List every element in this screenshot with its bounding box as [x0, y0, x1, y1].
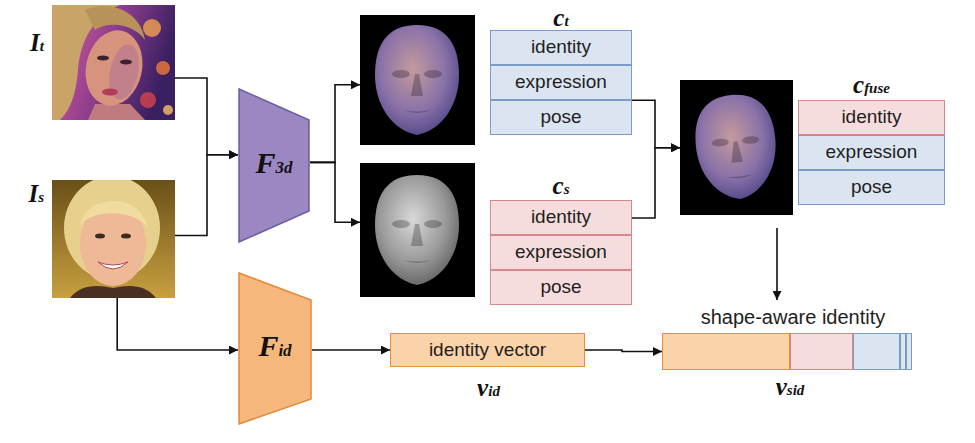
input-photo: It — [52, 5, 175, 120]
coefficient-name: expression — [515, 72, 607, 93]
encoder-trapezoid: Fid — [238, 272, 312, 425]
target-photo-part — [52, 5, 175, 120]
vector-box: identity vectorvid — [390, 333, 585, 367]
vector-segment — [853, 333, 900, 370]
face-mesh — [680, 80, 793, 215]
vector-segments — [662, 333, 912, 370]
source-photo-part — [98, 262, 128, 269]
face-mesh-part — [360, 163, 475, 297]
arrow-connector — [310, 85, 360, 163]
arrow-connector — [175, 78, 238, 155]
arrow-connector — [175, 155, 238, 236]
coefficient-name: expression — [826, 142, 918, 163]
coefficient-row: expression — [490, 65, 632, 100]
vector-segment — [790, 333, 853, 370]
face-mesh-part — [692, 91, 781, 202]
source-photo-part — [121, 234, 131, 239]
vector-symbol: vid — [391, 376, 586, 403]
source-photo — [52, 180, 175, 298]
vector-segment — [662, 333, 790, 370]
encoder-label: Fid — [258, 331, 291, 366]
target-photo-part — [102, 89, 118, 96]
target-photo-part — [97, 56, 109, 61]
coefficient-label: ct — [490, 6, 632, 33]
encoder-trapezoid: F3d — [238, 88, 310, 243]
coefficient-label: cfuse — [798, 73, 945, 100]
encoder-label: F3d — [255, 148, 292, 183]
coefficient-row: pose — [490, 270, 632, 305]
face-mesh-part — [375, 25, 459, 135]
arrow-connector — [632, 148, 680, 218]
arrow-connector — [585, 350, 662, 352]
vector-symbol: vsid — [740, 375, 840, 402]
coefficient-row: pose — [798, 170, 945, 205]
face-mesh — [360, 163, 475, 297]
vector-name: identity vector — [429, 340, 546, 361]
face-mesh-part — [680, 80, 793, 215]
coefficient-row: identity — [490, 200, 632, 235]
coefficient-table: ct identity expression pose — [360, 5, 632, 145]
source-photo-part — [80, 201, 148, 228]
trapezoid-shape — [239, 273, 311, 424]
target-photo-part — [120, 60, 132, 65]
arrow-connector — [310, 162, 360, 222]
input-photo: Is — [52, 180, 175, 298]
arrow-connector — [117, 298, 238, 350]
arrow-connector — [312, 349, 390, 351]
target-photo-part — [140, 92, 156, 108]
vector-segment — [906, 333, 912, 370]
coefficient-row: pose — [490, 100, 632, 135]
coefficient-row: expression — [798, 135, 945, 170]
coefficient-table: cs identity expression pose — [360, 160, 632, 305]
coefficient-label: cs — [490, 174, 632, 201]
source-photo-part — [95, 234, 105, 239]
target-photo-part — [163, 105, 173, 115]
coefficient-table: cfuse identity expression pose — [680, 72, 945, 215]
vector-title: shape-aware identity — [662, 305, 924, 331]
trapezoid-shape — [239, 89, 309, 242]
coefficient-name: pose — [540, 107, 581, 128]
face-mesh — [360, 15, 475, 145]
target-photo — [52, 5, 175, 120]
vector-bar: shape-aware identityvsid — [662, 305, 924, 370]
coefficient-name: pose — [851, 177, 892, 198]
coefficient-row: expression — [490, 235, 632, 270]
target-photo-part — [88, 104, 145, 120]
coefficient-name: identity — [531, 37, 591, 58]
target-photo-part — [79, 25, 150, 111]
arrow-connector — [776, 228, 778, 300]
source-photo-part — [70, 286, 156, 298]
face-mesh-part — [375, 175, 459, 285]
input-label: It — [4, 31, 44, 58]
target-photo-part — [156, 61, 170, 75]
input-label: Is — [4, 182, 44, 209]
coefficient-row: identity — [490, 30, 632, 65]
coefficient-row: identity — [798, 100, 945, 135]
coefficient-name: pose — [540, 277, 581, 298]
coefficient-name: identity — [531, 207, 591, 228]
coefficient-name: identity — [841, 107, 901, 128]
face-mesh-part — [360, 15, 475, 145]
coefficient-name: expression — [515, 242, 607, 263]
arrow-connector — [632, 100, 680, 148]
target-photo-part — [143, 19, 161, 37]
